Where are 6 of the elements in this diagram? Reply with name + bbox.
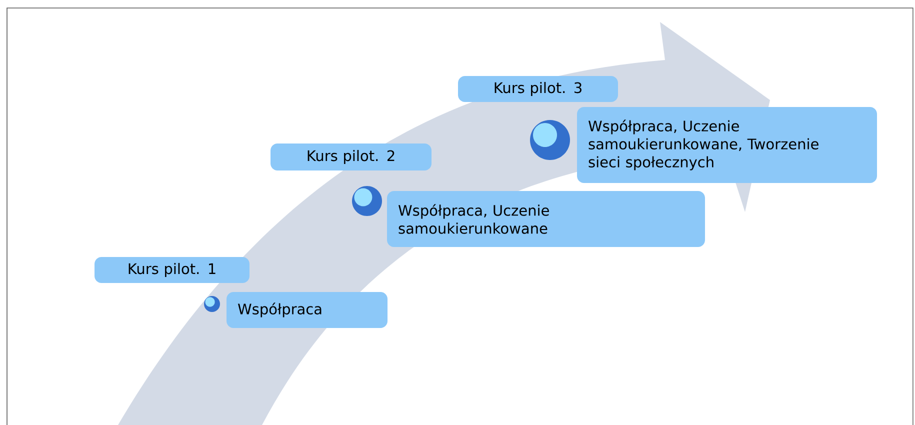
text-box: Kurs pilot. 1 bbox=[94, 256, 250, 283]
text-box: Współpraca, Uczenie samoukierunkowane, Tworzenie sieci społecznych bbox=[577, 107, 877, 183]
text-box: Kurs pilot. 2 bbox=[270, 144, 432, 170]
text-box: Współpraca, Uczenie samoukierunkowane bbox=[387, 191, 705, 247]
text-box: Kurs pilot. 3 bbox=[458, 76, 618, 102]
text-box: Współpraca bbox=[226, 292, 388, 328]
